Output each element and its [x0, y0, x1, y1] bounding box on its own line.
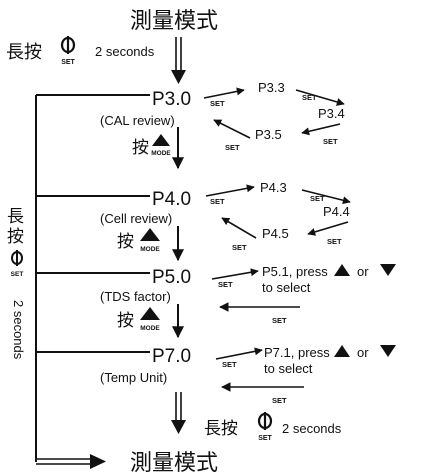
p71-line1: P7.1, press: [264, 345, 330, 360]
p43-label: P4.3: [260, 180, 287, 195]
p30-set-1: SET: [210, 99, 225, 108]
p70-set-1: SET: [222, 360, 237, 369]
bottom-mode-title: 測量模式: [130, 451, 218, 473]
p44-label: P4.4: [323, 204, 350, 219]
p51-line2: to select: [262, 280, 311, 295]
p35-label: P3.5: [255, 127, 282, 142]
p33-label: P3.3: [258, 80, 285, 95]
rail-two-seconds: 2 seconds: [11, 300, 26, 360]
down-triangle-icon-2: [380, 345, 396, 357]
p40-desc: (Cell review): [100, 211, 172, 226]
p30-arrow-to-p33: [203, 87, 245, 99]
double-arrow-mid: [171, 392, 186, 434]
bottom-two-seconds: 2 seconds: [282, 421, 342, 436]
p40-set-1: SET: [210, 197, 225, 206]
p35-arrow-to-p33: [213, 119, 251, 139]
p43-arrow-to-p44: [301, 189, 351, 205]
rail-long-press-1: 長: [7, 207, 24, 227]
p45-arrow-to-p43: [221, 217, 257, 239]
power-set-icon: SET: [60, 36, 76, 66]
down-triangle-icon: [380, 264, 396, 276]
p70-code: P7.0: [152, 346, 191, 367]
p34-label: P3.4: [318, 106, 345, 121]
p40-code: P4.0: [152, 189, 191, 210]
p33-set: SET: [302, 93, 317, 102]
p51-set: SET: [272, 316, 287, 325]
press-mode-1-label: 按: [132, 138, 149, 158]
p30-desc: (CAL review): [100, 113, 175, 128]
p51-line1: P5.1, press: [262, 264, 328, 279]
double-arrow-top: [171, 37, 186, 84]
p44-set: SET: [327, 237, 342, 246]
p50-code: P5.0: [152, 267, 191, 288]
press-mode-2-label: 按: [117, 232, 134, 252]
p71-or: or: [357, 345, 369, 360]
p50-arrow-to-p51: [211, 268, 259, 280]
p70-desc: (Temp Unit): [100, 370, 167, 385]
svg-text:MODE: MODE: [151, 150, 171, 157]
bottom-long-press-label: 長按: [204, 419, 238, 439]
left-rail: [35, 94, 150, 462]
p50-desc: (TDS factor): [100, 289, 171, 304]
mode-icon-3: MODE: [140, 307, 160, 332]
p70-arrow-to-p71: [215, 347, 263, 360]
p33-arrow-to-p34: [295, 89, 345, 106]
p45-label: P4.5: [262, 226, 289, 241]
top-two-seconds: 2 seconds: [95, 44, 155, 59]
svg-text:SET: SET: [61, 59, 75, 66]
p71-line2: to select: [264, 361, 313, 376]
bottom-power-set-icon: SET: [257, 412, 273, 442]
svg-text:SET: SET: [11, 271, 24, 278]
p43-set: SET: [310, 194, 325, 203]
rail-power-set-icon: SET: [11, 250, 24, 278]
p50-set-1: SET: [218, 280, 233, 289]
p30-code: P3.0: [152, 89, 191, 110]
p35-set: SET: [225, 143, 240, 152]
p40-arrow-to-p43: [205, 184, 255, 197]
p51-or: or: [357, 264, 369, 279]
svg-text:MODE: MODE: [140, 325, 160, 332]
p34-arrow-to-p35: [301, 123, 341, 136]
top-mode-title: 測量模式: [130, 9, 218, 34]
top-long-press-label: 長按: [6, 42, 42, 63]
p71-set: SET: [272, 396, 287, 405]
p44-arrow-to-p45: [307, 221, 349, 236]
rail-long-press-2: 按: [7, 227, 24, 247]
double-arrow-bottom: [36, 454, 106, 469]
up-triangle-icon-2: [334, 345, 350, 357]
up-triangle-icon: [334, 264, 350, 276]
p34-set: SET: [323, 137, 338, 146]
p45-set: SET: [232, 243, 247, 252]
svg-text:MODE: MODE: [140, 246, 160, 253]
mode-icon-2: MODE: [140, 228, 160, 253]
mode-icon-1: MODE: [151, 134, 171, 157]
press-mode-3-label: 按: [117, 311, 134, 331]
svg-text:SET: SET: [258, 435, 272, 442]
